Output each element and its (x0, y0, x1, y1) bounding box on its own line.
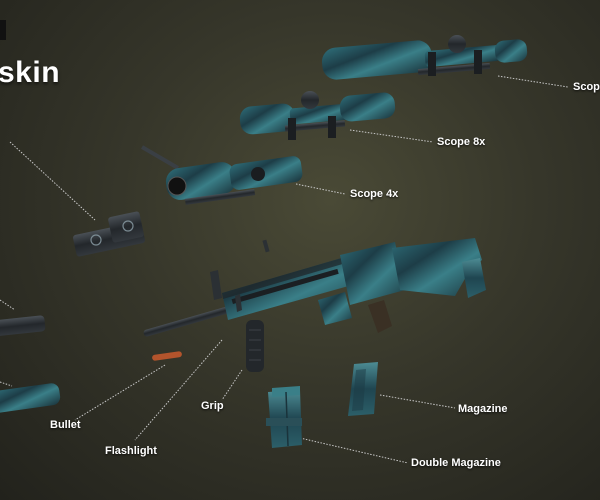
double-magazine-model (266, 386, 302, 448)
label-scope-8x: Scope 8x (437, 136, 486, 148)
label-magazine: Magazine (458, 403, 508, 415)
scope-4x-model (140, 145, 303, 205)
skin-title: skin (0, 56, 61, 89)
scope-large-model (321, 35, 528, 80)
label-scope-large: Scop (573, 81, 600, 93)
label-flashlight: Flashlight (105, 445, 157, 457)
red-dot-sight-model (73, 211, 145, 257)
title-chip (0, 20, 6, 40)
label-bullet: Bullet (50, 419, 81, 431)
left-edge-parts (0, 315, 61, 413)
label-double-magazine: Double Magazine (411, 457, 501, 469)
leader-lines (0, 75, 569, 464)
rifle-body-model (143, 238, 486, 372)
scope-8x-model (239, 91, 396, 140)
bullet-model (152, 351, 182, 361)
label-grip: Grip (201, 400, 224, 412)
magazine-model (348, 362, 378, 416)
label-scope-4x: Scope 4x (350, 188, 399, 200)
